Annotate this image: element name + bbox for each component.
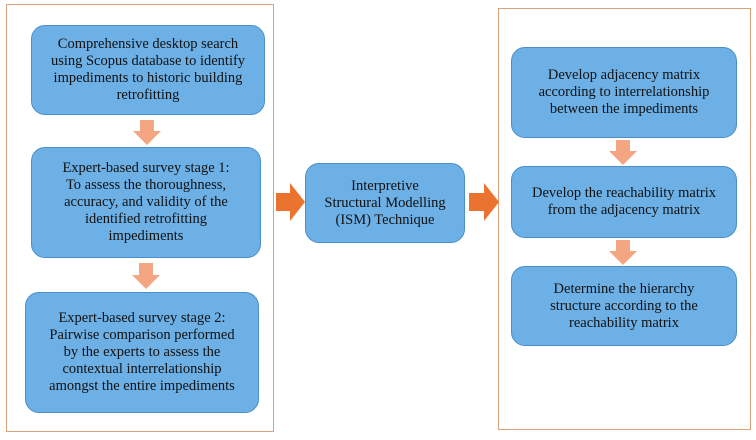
arrow-right-2	[469, 183, 499, 221]
arrow-right-1	[276, 183, 305, 221]
arrow-down-4	[609, 240, 637, 265]
arrow-down-1	[133, 120, 161, 145]
adjacency-matrix-box: Develop adjacency matrix according to in…	[511, 47, 737, 138]
hierarchy-structure-box: Determine the hierarchy structure accord…	[511, 266, 737, 346]
reachability-matrix-box: Develop the reachability matrix from the…	[511, 166, 737, 238]
survey-stage-2-box: Expert-based survey stage 2: Pairwise co…	[25, 292, 259, 413]
arrow-down-2	[132, 263, 160, 289]
arrow-down-3	[609, 140, 637, 165]
survey-stage-1-box: Expert-based survey stage 1: To assess t…	[31, 147, 261, 258]
desktop-search-box: Comprehensive desktop search using Scopu…	[31, 25, 265, 115]
ism-technique-box: Interpretive Structural Modelling (ISM) …	[305, 163, 465, 243]
